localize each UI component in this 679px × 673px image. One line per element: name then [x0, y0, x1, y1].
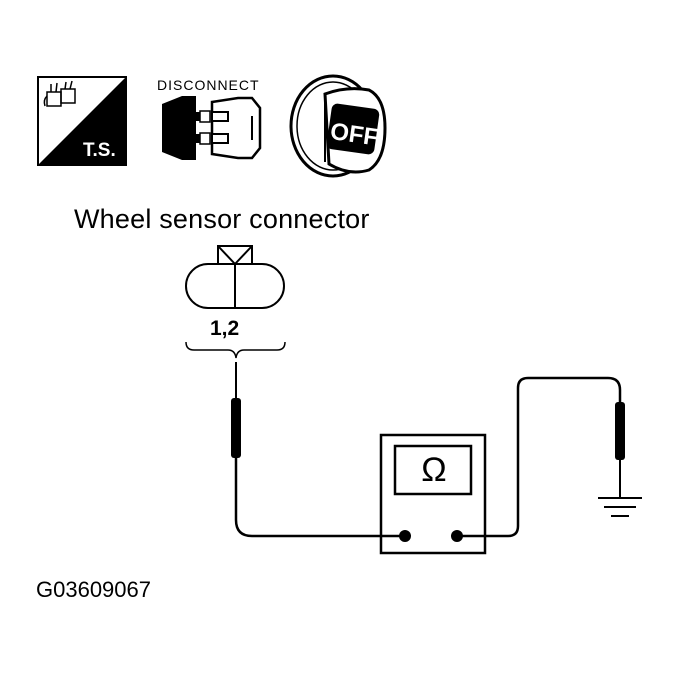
right-probe	[457, 376, 625, 538]
left-probe	[231, 362, 406, 538]
ignition-off-label: OFF	[329, 118, 380, 151]
disconnect-label: DISCONNECT	[157, 77, 260, 93]
ohm-symbol: Ω	[421, 450, 447, 489]
troubleshooting-icon: T.S.	[37, 76, 127, 166]
pin-brace	[185, 341, 286, 359]
wheel-sensor-connector	[185, 245, 285, 309]
connector-title: Wheel sensor connector	[74, 204, 370, 234]
ground-symbol	[598, 497, 642, 517]
figure-code: G03609067	[36, 577, 151, 602]
ts-label: T.S.	[83, 140, 116, 161]
disconnect-connector-icon	[162, 96, 262, 160]
ohmmeter	[379, 433, 487, 555]
pin-numbers: 1,2	[210, 317, 240, 340]
ignition-off-icon: OFF	[289, 74, 387, 178]
